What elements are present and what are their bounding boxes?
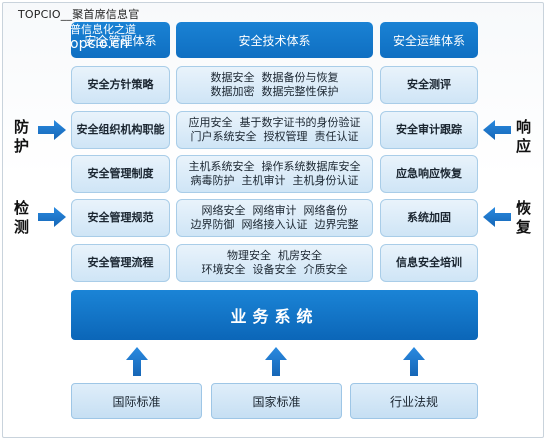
side-label-detect-1: 检 — [14, 199, 30, 217]
ops-assessment: 安全测评 — [380, 66, 478, 104]
tech-phys-line2: 环境安全 设备安全 介质安全 — [201, 263, 348, 276]
mgmt-system: 安全管理制度 — [71, 155, 170, 193]
tech-net-line1: 网络安全 网络审计 网络备份 — [201, 204, 348, 217]
side-label-detect-2: 测 — [14, 218, 30, 236]
tech-data-security: 数据安全 数据备份与恢复 数据加密 数据完整性保护 — [176, 66, 373, 104]
business-system-bar: 业务系统 — [71, 290, 478, 340]
arrow-right-icon — [38, 120, 66, 140]
side-label-recover-1: 恢 — [516, 199, 532, 217]
side-label-respond-2: 应 — [516, 137, 532, 155]
arrow-up-icon — [403, 347, 425, 376]
tech-host-line1: 主机系统安全 操作系统数据库安全 — [188, 160, 361, 173]
tech-app-line2: 门户系统安全 授权管理 责任认证 — [190, 130, 359, 143]
tech-data-line1: 数据安全 数据备份与恢复 — [210, 71, 339, 84]
tech-host-line2: 病毒防护 主机审计 主机身份认证 — [190, 174, 359, 187]
header-operations: 安全运维体系 — [380, 22, 478, 58]
tech-phys-line1: 物理安全 机房安全 — [227, 249, 322, 262]
tech-app-line1: 应用安全 基于数字证书的身份验证 — [188, 116, 361, 129]
tech-host-security: 主机系统安全 操作系统数据库安全 病毒防护 主机审计 主机身份认证 — [176, 155, 373, 193]
standard-international: 国际标准 — [71, 383, 202, 419]
mgmt-organization: 安全组织机构职能 — [71, 111, 170, 149]
side-label-respond-1: 响 — [516, 118, 532, 136]
ops-training: 信息安全培训 — [380, 244, 478, 282]
side-label-protect-2: 护 — [14, 137, 30, 155]
header-management: 安全管理体系 — [71, 22, 170, 58]
side-label-protect: 防 护 — [14, 118, 32, 156]
side-label-recover: 恢 复 — [516, 199, 534, 237]
tech-net-line2: 边界防御 网络接入认证 边界完整 — [190, 218, 359, 231]
side-label-protect-1: 防 — [14, 118, 30, 136]
watermark-text-2: 普信息化之道 — [70, 23, 136, 36]
side-label-recover-2: 复 — [516, 218, 532, 236]
mgmt-policy: 安全方针策略 — [71, 66, 170, 104]
tech-network-security: 网络安全 网络审计 网络备份 边界防御 网络接入认证 边界完整 — [176, 199, 373, 237]
ops-hardening: 系统加固 — [380, 199, 478, 237]
arrow-right-icon — [38, 207, 66, 227]
tech-application-security: 应用安全 基于数字证书的身份验证 门户系统安全 授权管理 责任认证 — [176, 111, 373, 149]
ops-audit: 安全审计跟踪 — [380, 111, 478, 149]
side-label-detect: 检 测 — [14, 199, 32, 237]
watermark-url: opcio.cn — [70, 36, 129, 52]
arrow-left-icon — [483, 120, 511, 140]
mgmt-process: 安全管理流程 — [71, 244, 170, 282]
arrow-left-icon — [483, 207, 511, 227]
watermark-text: TOPCIO__聚首席信息官 — [18, 8, 140, 21]
side-label-respond: 响 应 — [516, 118, 534, 156]
header-technology: 安全技术体系 — [176, 22, 373, 58]
tech-data-line2: 数据加密 数据完整性保护 — [210, 85, 339, 98]
ops-emergency: 应急响应恢复 — [380, 155, 478, 193]
tech-physical-security: 物理安全 机房安全 环境安全 设备安全 介质安全 — [176, 244, 373, 282]
arrow-up-icon — [126, 347, 148, 376]
standard-industry-regulation: 行业法规 — [350, 383, 478, 419]
standard-national: 国家标准 — [211, 383, 342, 419]
mgmt-specification: 安全管理规范 — [71, 199, 170, 237]
arrow-up-icon — [265, 347, 287, 376]
